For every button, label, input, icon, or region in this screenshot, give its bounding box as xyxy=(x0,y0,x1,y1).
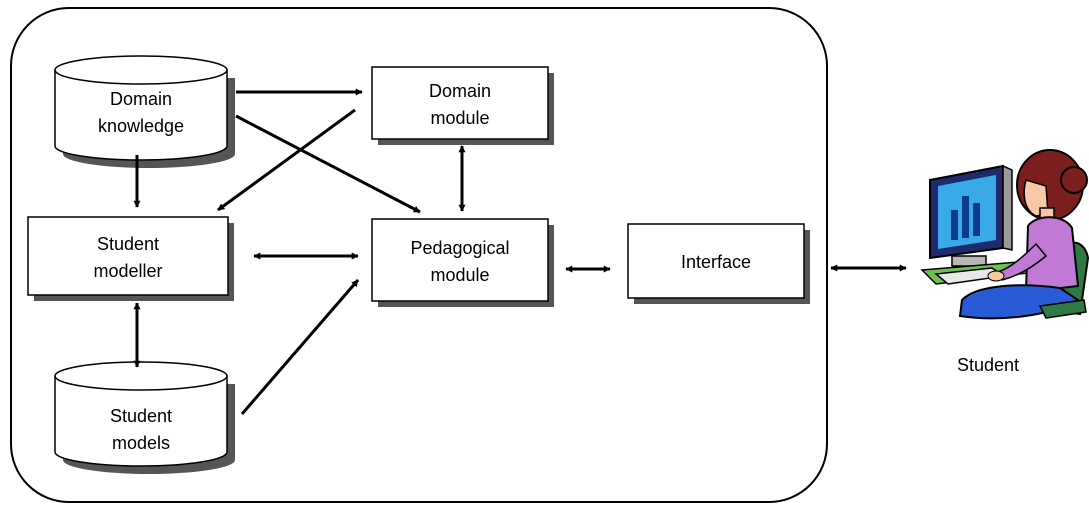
student-models-label-line2: models xyxy=(112,433,170,453)
pedagogical-module-label-line2: module xyxy=(430,265,489,285)
interface-label: Interface xyxy=(681,252,751,272)
arrow-domain-module-to-student-modeller xyxy=(217,108,356,212)
student-label: Student xyxy=(956,355,1020,375)
interface-box: Interface xyxy=(627,223,810,304)
domain-module-label-line1: Domain xyxy=(429,81,491,101)
domain-knowledge-label-line1: Domain xyxy=(110,89,172,109)
domain-module-box: Domain module xyxy=(371,66,554,145)
student-models-label-line1: Student xyxy=(110,406,172,426)
student-modeller-label-line2: modeller xyxy=(93,261,162,281)
student-modeller-box: Student modeller xyxy=(27,216,234,301)
pedagogical-module-label-line1: Pedagogical xyxy=(410,238,509,258)
arrow-student-models-to-pedagogical-module xyxy=(240,279,360,415)
system-boundary xyxy=(10,7,828,503)
pedagogical-module-box: Pedagogical module xyxy=(371,218,554,307)
student-at-computer-icon xyxy=(920,149,1089,320)
domain-knowledge-label-line2: knowledge xyxy=(98,116,184,136)
arrow-domain-knowledge-to-pedagogical-module xyxy=(235,114,421,214)
domain-module-label-line2: module xyxy=(430,108,489,128)
domain-knowledge-database: Domain knowledge xyxy=(54,55,235,168)
student-models-database: Student models xyxy=(54,361,235,474)
student-modeller-label-line1: Student xyxy=(97,234,159,254)
